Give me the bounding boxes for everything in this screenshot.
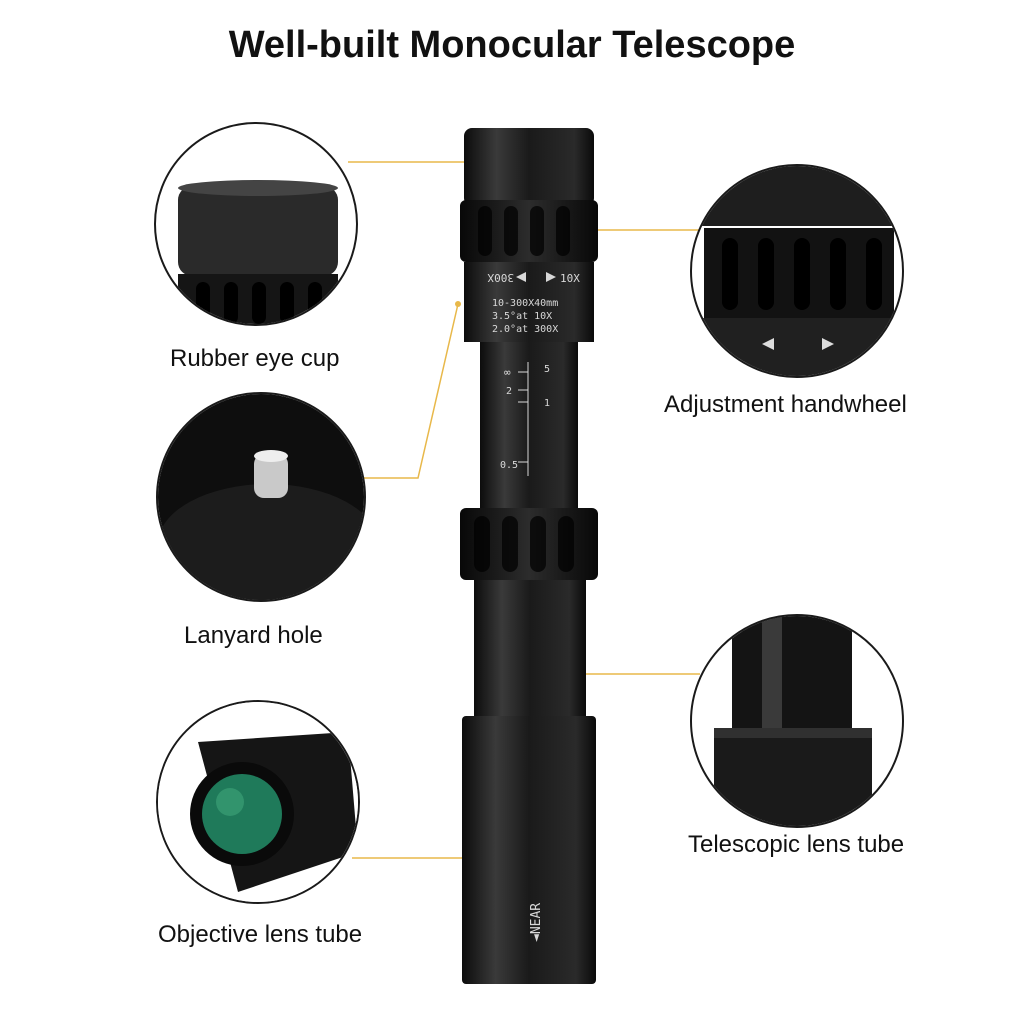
label-eye-cup: Rubber eye cup [170,345,340,372]
scope-telescopic-tube [474,580,586,718]
scope-eye-cup [464,128,594,206]
detail-objective [156,700,360,904]
label-lanyard: Lanyard hole [184,622,323,649]
focus-05: 0.5 [500,460,518,471]
zoom-low-mark: 10X [560,272,580,285]
detail-telescopic [690,614,904,828]
spec-line-1: 10-300X40mm [492,298,558,309]
scope-objective-tube [462,716,596,984]
detail-eye-cup [154,122,358,326]
dot-lanyard [455,301,461,307]
arrow-right-icon [546,272,556,282]
label-telescopic: Telescopic lens tube [688,831,905,858]
arrow-left-icon [516,272,526,282]
detail-handwheel [690,164,904,378]
focus-infinity: ∞ [504,366,511,379]
spec-line-2: 3.5°at 10X [492,311,552,322]
telescope-illustration: 300X 10X 10-300X40mm 3.5°at 10X 2.0°at 3… [460,128,598,984]
label-objective: Objective lens tube [158,921,363,948]
spec-line-3: 2.0°at 300X [492,324,558,335]
leader-lanyard [360,303,459,479]
label-handwheel: Adjustment handwheel [664,391,907,418]
detail-lanyard [156,392,366,602]
scope-marking-band [464,262,594,342]
page-title: Well-built Monocular Telescope [228,24,796,66]
zoom-high-mark: 300X [487,271,514,284]
focus-2: 2 [506,386,512,397]
focus-1: 1 [544,398,550,409]
focus-5: 5 [544,364,550,375]
scope-upper-tube [480,342,578,512]
near-mark: ◄NEAR [529,903,544,942]
